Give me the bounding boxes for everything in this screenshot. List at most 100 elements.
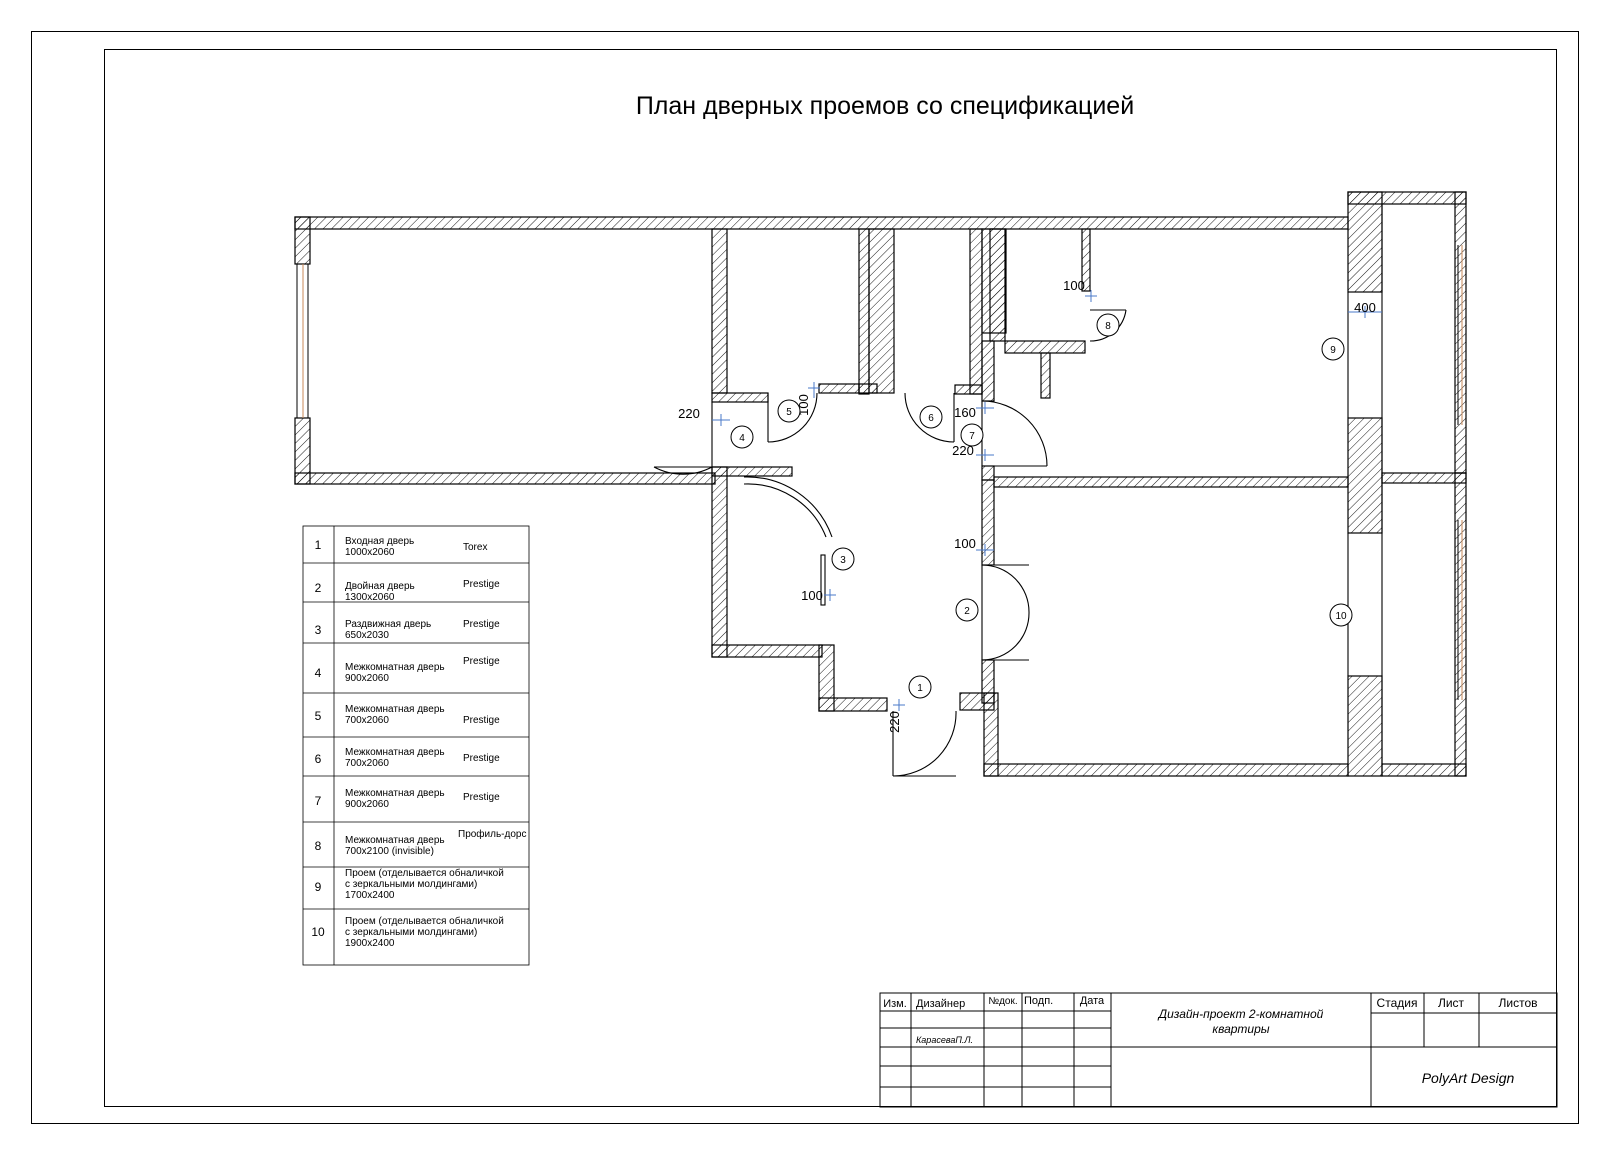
svg-text:2: 2 xyxy=(315,581,322,595)
svg-text:Prestige: Prestige xyxy=(463,579,500,590)
inner-frame xyxy=(104,49,1557,1107)
dim-label: 220 xyxy=(887,711,902,733)
svg-text:2: 2 xyxy=(964,606,970,617)
svg-text:Межкомнатная дверь: Межкомнатная дверь xyxy=(345,662,445,673)
svg-text:Раздвижная дверь: Раздвижная дверь xyxy=(345,619,431,630)
svg-text:1: 1 xyxy=(315,538,322,552)
marker-5: 5 xyxy=(777,399,801,423)
sheet-title: План дверных проемов со спецификацией xyxy=(635,92,1135,120)
dim-label: 100 xyxy=(954,536,976,551)
title-block: Изм. Дизайнер №док. Подп. Дата КарасеваП… xyxy=(879,992,1558,1108)
dimension-labels: 220 100 220 160 220 100 400 100 100 xyxy=(678,278,1376,733)
svg-text:Проем (отделывается обналичкой: Проем (отделывается обналичкой xyxy=(345,915,504,927)
spec-row: 6 Межкомнатная дверь 700x2060 Prestige xyxy=(315,747,500,769)
dim-label: 400 xyxy=(1354,300,1376,315)
svg-text:Межкомнатная дверь: Межкомнатная дверь xyxy=(345,835,445,846)
spec-row: 1 Входная дверь 1000x2060 Torex xyxy=(315,536,488,558)
svg-text:5: 5 xyxy=(315,709,322,723)
svg-text:Входная дверь: Входная дверь xyxy=(345,536,414,547)
svg-text:650x2030: 650x2030 xyxy=(345,630,389,641)
project-title-line2: квартиры xyxy=(1212,1022,1269,1036)
svg-text:Prestige: Prestige xyxy=(463,656,500,667)
svg-text:7: 7 xyxy=(969,431,975,442)
svg-text:Межкомнатная дверь: Межкомнатная дверь xyxy=(345,704,445,715)
marker-6: 6 xyxy=(919,405,943,429)
svg-text:10: 10 xyxy=(1335,611,1347,622)
svg-text:Prestige: Prestige xyxy=(463,619,500,630)
company-name: PolyArt Design xyxy=(1422,1070,1515,1086)
svg-text:700x2060: 700x2060 xyxy=(345,715,389,726)
col-podp: Подп. xyxy=(1024,995,1053,1007)
outer-frame xyxy=(31,31,1579,1124)
door-markers: 1 2 3 4 5 6 7 8 9 10 xyxy=(730,313,1353,699)
col-sheets: Листов xyxy=(1499,996,1538,1010)
svg-text:900x2060: 900x2060 xyxy=(345,799,389,810)
spec-row: 9 Проем (отделывается обналичкой с зерка… xyxy=(315,867,504,901)
marker-10: 10 xyxy=(1329,603,1353,627)
svg-text:1: 1 xyxy=(917,683,923,694)
svg-text:Prestige: Prestige xyxy=(463,753,500,764)
dim-label: 100 xyxy=(1063,278,1085,293)
svg-text:Torex: Torex xyxy=(463,542,487,553)
marker-3: 3 xyxy=(831,547,855,571)
door-swings xyxy=(653,204,1383,777)
designer-name: КарасеваП.Л. xyxy=(916,1035,973,1045)
spec-row: 5 Межкомнатная дверь 700x2060 Prestige xyxy=(315,704,500,726)
col-designer: Дизайнер xyxy=(916,998,965,1010)
marker-7: 7 xyxy=(960,423,984,447)
marker-4: 4 xyxy=(730,425,754,449)
marker-8: 8 xyxy=(1096,313,1120,337)
dim-label: 220 xyxy=(952,443,974,458)
spec-row: 7 Межкомнатная дверь 900x2060 Prestige xyxy=(315,788,500,810)
spec-row: 4 Межкомнатная дверь 900x2060 Prestige xyxy=(315,656,500,684)
svg-text:6: 6 xyxy=(315,752,322,766)
svg-text:700x2100 (invisible): 700x2100 (invisible) xyxy=(345,846,434,857)
svg-text:900x2060: 900x2060 xyxy=(345,673,389,684)
svg-text:9: 9 xyxy=(315,880,322,894)
marker-2: 2 xyxy=(955,598,979,622)
spec-row: 10 Проем (отделывается обналичкой с зерк… xyxy=(311,915,504,949)
col-date: Дата xyxy=(1080,995,1105,1007)
svg-text:6: 6 xyxy=(928,413,934,424)
svg-text:5: 5 xyxy=(786,407,792,418)
spec-row: 8 Межкомнатная дверь 700x2100 (invisible… xyxy=(315,828,527,857)
svg-text:8: 8 xyxy=(315,839,322,853)
svg-text:8: 8 xyxy=(1105,321,1111,332)
walls xyxy=(294,191,1467,777)
marker-9: 9 xyxy=(1321,337,1345,361)
svg-text:1900x2400: 1900x2400 xyxy=(345,938,395,949)
dimension-ticks xyxy=(712,290,1382,711)
col-sheet: Лист xyxy=(1438,996,1465,1010)
col-ndoc: №док. xyxy=(988,996,1017,1007)
col-izm: Изм. xyxy=(883,998,907,1010)
spec-table: 1 Входная дверь 1000x2060 Torex 2 Двойна… xyxy=(302,525,530,966)
svg-text:Межкомнатная дверь: Межкомнатная дверь xyxy=(345,747,445,758)
svg-text:4: 4 xyxy=(315,666,322,680)
svg-text:3: 3 xyxy=(840,555,846,566)
marker-1: 1 xyxy=(908,675,932,699)
svg-text:700x2060: 700x2060 xyxy=(345,758,389,769)
svg-text:3: 3 xyxy=(315,623,322,637)
svg-text:Prestige: Prestige xyxy=(463,715,500,726)
spec-row: 3 Раздвижная дверь 650x2030 Prestige xyxy=(315,619,500,641)
svg-text:7: 7 xyxy=(315,794,322,808)
svg-text:1300x2060: 1300x2060 xyxy=(345,592,395,603)
svg-text:Prestige: Prestige xyxy=(463,792,500,803)
windows xyxy=(296,245,1463,700)
dim-label: 160 xyxy=(954,405,976,420)
col-stage: Стадия xyxy=(1377,996,1418,1010)
svg-text:Двойная дверь: Двойная дверь xyxy=(345,581,415,592)
svg-text:Профиль-дорс: Профиль-дорс xyxy=(458,828,526,840)
svg-text:с зеркальными молдингами): с зеркальными молдингами) xyxy=(345,879,477,890)
svg-text:Проем (отделывается обналичкой: Проем (отделывается обналичкой xyxy=(345,867,504,879)
svg-text:9: 9 xyxy=(1330,345,1336,356)
svg-text:с зеркальными молдингами): с зеркальными молдингами) xyxy=(345,927,477,938)
dim-label: 100 xyxy=(801,588,823,603)
svg-text:Межкомнатная дверь: Межкомнатная дверь xyxy=(345,788,445,799)
spec-row: 2 Двойная дверь 1300x2060 Prestige xyxy=(315,579,500,603)
dim-label: 220 xyxy=(678,406,700,421)
svg-text:1700x2400: 1700x2400 xyxy=(345,890,395,901)
svg-text:10: 10 xyxy=(311,925,325,939)
